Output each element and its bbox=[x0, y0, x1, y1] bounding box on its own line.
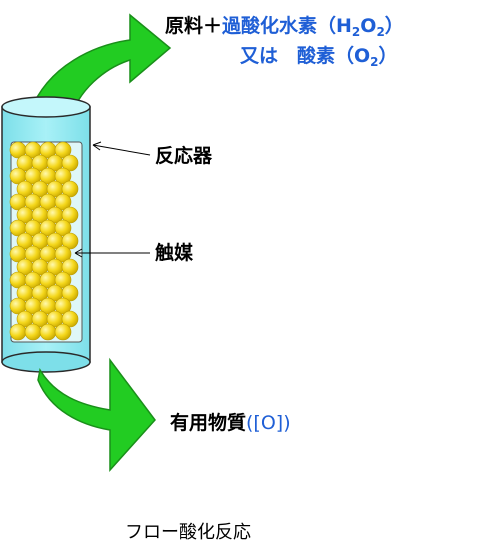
catalyst-bead bbox=[9, 323, 27, 341]
product-formula: ([O]) bbox=[246, 412, 291, 434]
input-flow-arrow bbox=[28, 13, 172, 121]
catalyst-bead bbox=[54, 245, 72, 263]
catalyst-bead bbox=[54, 323, 72, 341]
catalyst-bead bbox=[54, 167, 72, 185]
catalyst-bead bbox=[61, 154, 79, 172]
catalyst-bead bbox=[61, 258, 79, 276]
catalyst-bead bbox=[24, 323, 42, 341]
reactor-pointer bbox=[92, 141, 151, 156]
catalyst-beads bbox=[9, 141, 79, 341]
output-flow-arrow bbox=[37, 357, 156, 472]
input-label-line1: 原料＋過酸化水素（H2O2） bbox=[165, 15, 404, 39]
catalyst-bead bbox=[61, 284, 79, 302]
input-prefix: 原料＋ bbox=[165, 15, 223, 37]
hydrogen-peroxide-label: 過酸化水素（H2O2） bbox=[222, 15, 404, 39]
catalyst-bead bbox=[54, 141, 72, 159]
diagram-caption: フロー酸化反応 bbox=[125, 522, 251, 543]
product-label: 有用物質([O]) bbox=[170, 412, 291, 434]
catalyst-bead bbox=[54, 271, 72, 289]
reactor-label: 反応器 bbox=[155, 145, 213, 167]
catalyst-bead bbox=[61, 180, 79, 198]
catalyst-bead bbox=[61, 206, 79, 224]
catalyst-bead bbox=[54, 219, 72, 237]
catalyst-bead bbox=[61, 232, 79, 250]
catalyst-bead bbox=[39, 323, 57, 341]
catalyst-pointer bbox=[74, 248, 150, 258]
catalyst-bead bbox=[54, 297, 72, 315]
catalyst-bead bbox=[61, 310, 79, 328]
catalyst-bead bbox=[54, 193, 72, 211]
catalyst-label: 触媒 bbox=[155, 242, 194, 264]
input-label-line2: 又は 酸素（O2） bbox=[240, 45, 398, 69]
